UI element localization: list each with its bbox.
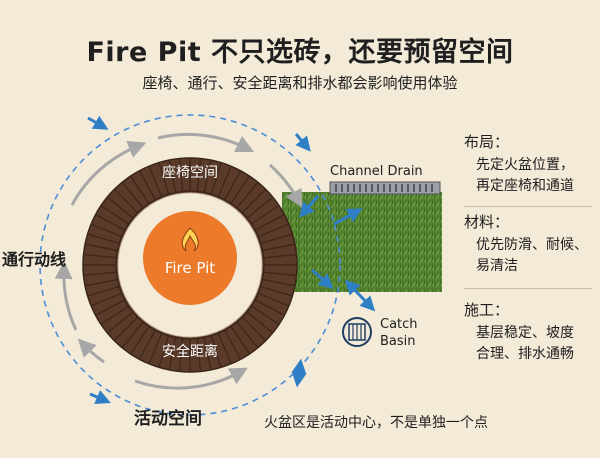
- deck-plank: [196, 338, 202, 371]
- deck-plank: [114, 189, 139, 214]
- deck-plank: [107, 197, 134, 219]
- side-divider: [464, 206, 592, 207]
- page-subtitle: 座椅、通行、安全距离和排水都会影响使用体验: [142, 74, 458, 92]
- deck-plank: [203, 160, 212, 193]
- deck-plank: [96, 214, 126, 231]
- activity-space-label: 活动空间: [134, 409, 202, 429]
- channel-drain-label: Channel Drain: [330, 164, 423, 179]
- deck-plank: [251, 205, 279, 225]
- lawn-area: [282, 192, 442, 292]
- fire-pit-label: Fire Pit: [165, 259, 215, 277]
- deck-plank: [85, 278, 118, 287]
- deck-planks: [84, 159, 296, 371]
- deck-plank: [246, 197, 273, 219]
- deck-plank: [254, 299, 284, 316]
- channel-drain: [329, 181, 441, 195]
- deck-plank: [101, 305, 129, 325]
- safety-label: 安全距离: [162, 343, 218, 360]
- deck-plank: [224, 171, 241, 201]
- deck-plank: [260, 233, 292, 245]
- deck-plank: [158, 335, 170, 367]
- deck-plank: [91, 292, 122, 307]
- deck-plank: [196, 159, 202, 192]
- deck-plank: [263, 271, 296, 277]
- deck-plank: [88, 285, 120, 297]
- seating-label: 座椅空间: [162, 165, 218, 181]
- deck-plank: [230, 326, 250, 354]
- fire-pit: [143, 211, 237, 305]
- deck-plank: [84, 271, 117, 277]
- deck-plank: [258, 292, 289, 307]
- layout-note-heading: 布局：: [464, 133, 510, 151]
- deck-plank: [130, 176, 150, 204]
- deck-plank: [107, 311, 134, 333]
- deck-plank: [262, 278, 295, 287]
- material-note-heading: 材料：: [464, 213, 510, 231]
- outer-boundary-ring: [39, 114, 341, 416]
- deck-plank: [241, 316, 266, 341]
- layout-note: 布局： 先定火盆位置， 再定座椅和通道: [464, 132, 596, 197]
- deck-plank: [203, 337, 212, 370]
- deck-plank: [251, 305, 279, 325]
- deck-plank: [84, 253, 117, 259]
- deck-plank: [101, 205, 129, 225]
- deck-plank: [260, 285, 292, 297]
- deck-plank: [230, 176, 250, 204]
- deck-plank: [148, 166, 163, 197]
- deck-plank: [88, 233, 120, 245]
- side-divider: [464, 288, 592, 289]
- deck-plank: [217, 333, 232, 364]
- deck-plank: [91, 223, 122, 238]
- deck-plank: [158, 163, 170, 195]
- deck-plank: [168, 337, 177, 370]
- deck-plank: [178, 338, 184, 371]
- deck-plank: [241, 189, 266, 214]
- deck-plank: [178, 159, 184, 192]
- flow-arrow-icon: [87, 115, 376, 404]
- build-note-heading: 施工：: [464, 301, 510, 319]
- deck-plank: [96, 299, 126, 316]
- build-note: 施工： 基层稳定、坡度 合理、排水通畅: [464, 300, 596, 365]
- deck-plank: [122, 182, 144, 209]
- deck-plank: [114, 316, 139, 341]
- deck-plank: [148, 333, 163, 364]
- deck-plank: [246, 311, 273, 333]
- deck-plank: [210, 163, 222, 195]
- walk-route-label: 通行动线: [2, 250, 67, 269]
- catch-basin-label: Catch Basin: [380, 317, 418, 349]
- deck-plank: [236, 321, 258, 348]
- deck-plank: [236, 182, 258, 209]
- deck-plank: [224, 329, 241, 359]
- page-title: Fire Pit 不只选砖，还要预留空间: [86, 37, 514, 68]
- material-note: 材料： 优先防滑、耐候、 易清洁: [464, 212, 596, 277]
- deck-plank: [139, 171, 156, 201]
- deck-plank: [262, 243, 295, 252]
- deck-plank: [263, 253, 296, 259]
- deck-plank: [85, 243, 118, 252]
- deck-plank: [210, 335, 222, 367]
- walk-route-arrows: [54, 132, 303, 390]
- deck-plank: [139, 329, 156, 359]
- deck-plank: [258, 223, 289, 238]
- flame-icon: [181, 227, 199, 252]
- deck-plank: [130, 326, 150, 354]
- deck-plank: [217, 166, 232, 197]
- deck-plank: [168, 160, 177, 193]
- deck-plank: [122, 321, 144, 348]
- catch-basin-icon: [342, 317, 372, 347]
- footer-note: 火盆区是活动中心，不是单独一个点: [264, 415, 488, 431]
- deck-plank: [254, 214, 284, 231]
